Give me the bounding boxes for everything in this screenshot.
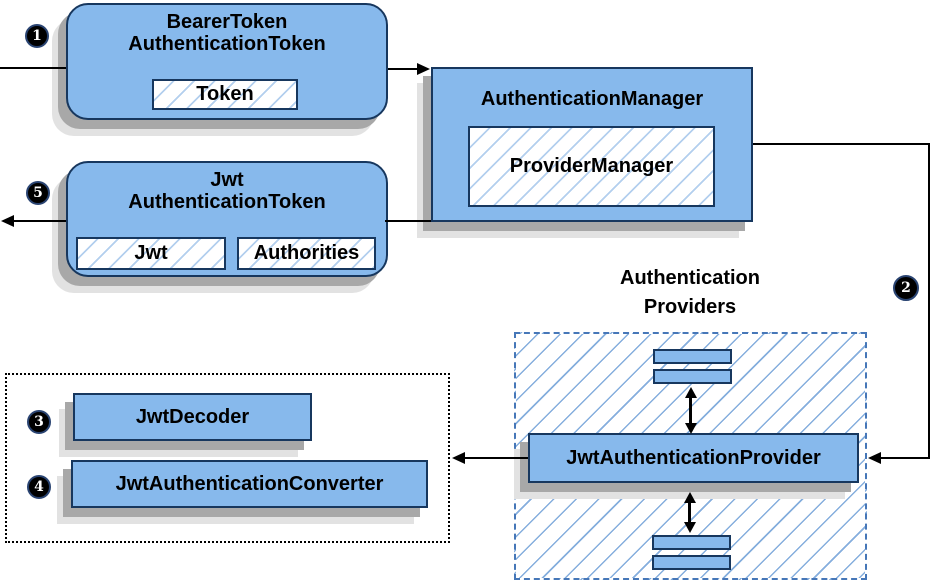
provider-placeholder-rect [653,369,732,384]
manager-to-provider-arrowhead-icon [868,452,881,464]
step-3-number: 3 [34,414,44,430]
incoming-request-line [0,67,66,69]
authentication-providers-label: Authentication Providers [590,264,790,322]
step-4-number: 4 [34,479,44,495]
step-2-number: 2 [901,280,911,296]
jwt-token-title-line1: Jwt [210,169,244,191]
step-1-badge: 1 [25,24,49,48]
providers-label-line1: Authentication [620,267,760,289]
double-arrow-bottom-line [688,501,691,524]
providers-label-line2: Providers [643,296,737,318]
authentication-manager-title-text: AuthenticationManager [480,88,704,110]
filter-to-manager-line [388,68,418,70]
step-1-number: 1 [32,28,42,44]
provider-to-decoder-line [464,457,528,459]
step-2-badge: 2 [893,275,919,301]
authorities-chip-label: Authorities [253,242,360,264]
jwt-authentication-provider-box: JwtAuthenticationProvider [528,433,859,483]
jwt-chip-label: Jwt [134,242,168,264]
jwt-token-title-line2: AuthenticationToken [128,191,326,213]
jwt-decoder-box: JwtDecoder [73,393,312,441]
provider-placeholder-rect [652,535,731,550]
step-5-number: 5 [33,185,43,201]
step-4-badge: 4 [27,475,51,499]
manager-to-provider-segment-right [928,143,930,459]
double-arrow-bottom-down-icon [684,522,696,533]
authentication-manager-title: AuthenticationManager [431,88,753,110]
jwt-decoder-label: JwtDecoder [135,405,250,428]
manager-to-token-line [385,220,431,222]
manager-to-provider-segment-bottom [881,457,930,459]
jwt-authentication-converter-box: JwtAuthenticationConverter [71,460,428,508]
token-chip: Token [152,79,298,110]
bearer-token-title-line1: BearerToken [166,11,288,33]
jwt-authentication-token-title: Jwt AuthenticationToken [66,169,388,213]
double-arrow-top-line [689,396,692,424]
provider-to-decoder-arrowhead-icon [452,452,465,464]
outgoing-token-arrowhead-icon [1,215,14,227]
step-3-badge: 3 [27,410,51,434]
bearer-token-title: BearerToken AuthenticationToken [66,11,388,55]
jwt-authentication-provider-label: JwtAuthenticationProvider [566,446,821,469]
outgoing-token-line [12,220,66,222]
double-arrow-bottom-up-icon [684,492,696,503]
filter-to-manager-arrowhead-icon [417,63,430,75]
provider-manager-chip: ProviderManager [468,126,715,207]
provider-placeholder-rect [652,555,731,570]
token-chip-label: Token [196,83,254,105]
manager-to-provider-segment-top [753,143,930,145]
bearer-token-title-line2: AuthenticationToken [128,33,326,55]
step-5-badge: 5 [26,181,50,205]
jwt-chip: Jwt [76,237,226,270]
provider-manager-label: ProviderManager [509,155,674,177]
double-arrow-top-up-icon [685,387,697,398]
double-arrow-top-down-icon [685,423,697,434]
authorities-chip: Authorities [237,237,376,270]
jwt-authentication-converter-label: JwtAuthenticationConverter [115,472,384,495]
provider-placeholder-rect [653,349,732,364]
